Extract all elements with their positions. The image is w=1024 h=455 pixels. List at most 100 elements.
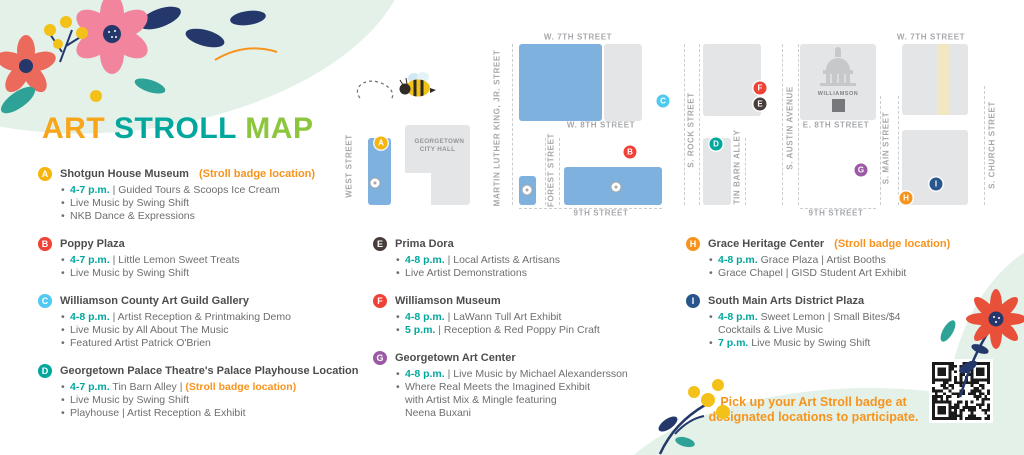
street-label: S. MAIN STREET <box>881 111 891 185</box>
map-block-yellow <box>938 44 949 115</box>
street-label: S. CHURCH STREET <box>987 101 997 189</box>
event-text: Cocktails & Live Music <box>718 324 824 336</box>
courthouse-square <box>831 99 845 112</box>
event-text: Grace Chapel | GISD Student Art Exhibit <box>718 267 907 279</box>
location-name: Shotgun House Museum <box>60 168 189 180</box>
map-block-gray <box>703 44 761 116</box>
event-detail: Live Music by Swing Shift <box>60 197 353 210</box>
event-list: 4-8 p.m. Grace Plaza | Artist BoothsGrac… <box>708 254 1001 280</box>
street-label: S. ROCK STREET <box>686 92 696 168</box>
event-text: | Reception & Red Poppy Pin Craft <box>435 324 600 336</box>
event-text: Live Music by Swing Shift <box>748 337 871 349</box>
street-dashed-line <box>545 138 546 205</box>
event-time: 4-8 p.m. <box>718 254 758 266</box>
location-header: E Prima Dora <box>373 237 668 251</box>
location-name: Georgetown Palace Theatre's Palace Playh… <box>60 365 359 377</box>
event-text: | Little Lemon Sweet Treats <box>109 254 240 266</box>
event-text: Live Music by Swing Shift <box>70 267 190 279</box>
event-detail: 4-7 p.m. | Guided Tours & Scoops Ice Cre… <box>60 184 353 197</box>
map-target-icon <box>521 184 533 196</box>
event-time: 4-7 p.m. <box>70 184 110 196</box>
city-hall-block: GEORGETOWN CITY HALL <box>405 125 470 205</box>
location-header: C Williamson County Art Guild Gallery <box>38 294 353 308</box>
event-list: 4-7 p.m. | Guided Tours & Scoops Ice Cre… <box>60 184 353 223</box>
event-detail: NKB Dance & Expressions <box>60 210 353 223</box>
map-target-icon <box>369 177 381 189</box>
event-text: Where Real Meets the Imagined Exhibit <box>405 381 591 393</box>
legend-column-2: E Prima Dora 4-8 p.m. | Local Artists & Ar… <box>373 237 668 434</box>
city-hall-notch <box>405 173 431 205</box>
location-name: Georgetown Art Center <box>395 352 516 364</box>
title-map: MAP <box>245 112 314 145</box>
location-name: Williamson County Art Guild Gallery <box>60 295 249 307</box>
event-text: | Artist Reception & Printmaking Demo <box>109 311 291 323</box>
courthouse-block: WILLIAMSON <box>800 44 876 120</box>
street-dashed-line <box>898 96 899 205</box>
event-detail: Playhouse | Artist Reception & Exhibit <box>60 407 353 420</box>
event-detail: 4-7 p.m. Tin Barn Alley | (Stroll badge … <box>60 381 353 394</box>
street-label: MARTIN LUTHER KING, JR. STREET <box>492 49 502 207</box>
event-detail: 4-8 p.m. Sweet Lemon | Small Bites/$4Coc… <box>708 311 1001 337</box>
city-hall-label: GEORGETOWN CITY HALL <box>414 138 465 153</box>
badge-note: (Stroll badge location) <box>185 381 297 393</box>
event-list: 4-8 p.m. | Live Music by Michael Alexand… <box>395 368 668 420</box>
event-text: | Guided Tours & Scoops Ice Cream <box>109 184 280 196</box>
event-text: Grace Plaza | Artist Booths <box>757 254 886 266</box>
legend-marker-f: F <box>373 294 387 308</box>
event-time: 7 p.m. <box>718 337 749 349</box>
legend-marker-a: A <box>38 167 52 181</box>
event-text: | Local Artists & Artisans <box>444 254 561 266</box>
map-block-blue <box>519 44 602 121</box>
event-time: 4-8 p.m. <box>405 254 445 266</box>
street-label: TIN BARN ALLEY <box>732 129 742 205</box>
event-detail: 4-8 p.m. Grace Plaza | Artist Booths <box>708 254 1001 267</box>
street-dashed-line <box>800 208 876 209</box>
street-dashed-line <box>880 96 881 205</box>
event-text: Featured Artist Patrick O'Brien <box>70 337 211 349</box>
street-label: FOREST STREET <box>546 132 556 208</box>
event-text: Playhouse | Artist Reception & Exhibit <box>70 407 246 419</box>
event-time: 5 p.m. <box>405 324 436 336</box>
location-entry-e: E Prima Dora 4-8 p.m. | Local Artists & Ar… <box>373 237 668 280</box>
legend-marker-g: G <box>373 351 387 365</box>
street-label: E. 8TH STREET <box>802 120 870 130</box>
event-list: 4-7 p.m. | Little Lemon Sweet TreatsLive… <box>60 254 353 280</box>
street-label: W. 7TH STREET <box>896 32 966 42</box>
street-dashed-line <box>798 44 799 205</box>
map-block-gray <box>902 130 968 205</box>
map-marker-b: B <box>623 145 637 159</box>
legend-marker-e: E <box>373 237 387 251</box>
badge-pickup-note: Pick up your Art Stroll badge at designa… <box>708 395 919 424</box>
street-dashed-line <box>782 44 783 205</box>
event-detail: Live Music by All About The Music <box>60 324 353 337</box>
street-dashed-line <box>559 138 560 205</box>
event-time: 4-7 p.m. <box>70 254 110 266</box>
event-time: 4-8 p.m. <box>718 311 758 323</box>
courthouse-label: WILLIAMSON <box>817 91 859 97</box>
event-time: 4-8 p.m. <box>405 311 445 323</box>
street-label: 9TH STREET <box>808 208 864 218</box>
qr-code <box>929 359 993 423</box>
event-detail: Featured Artist Patrick O'Brien <box>60 337 353 350</box>
event-list: 4-8 p.m. | Local Artists & ArtisansLive … <box>395 254 668 280</box>
event-list: 4-8 p.m. Sweet Lemon | Small Bites/$4Coc… <box>708 311 1001 350</box>
location-name: Prima Dora <box>395 238 454 250</box>
event-text: Tin Barn Alley | <box>109 381 186 393</box>
event-text: | Live Music by Michael Alexandersson <box>444 368 628 380</box>
legend-marker-c: C <box>38 294 52 308</box>
map-marker-c: C <box>656 94 670 108</box>
event-text: Live Artist Demonstrations <box>405 267 527 279</box>
